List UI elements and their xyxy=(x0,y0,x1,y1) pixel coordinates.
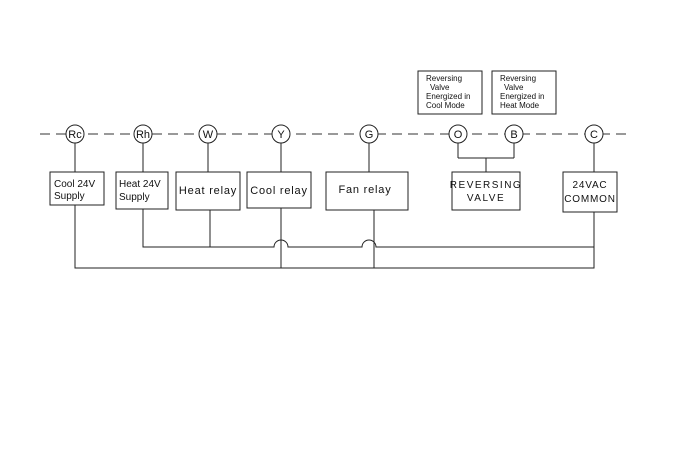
terminal-rh: Rh xyxy=(134,125,152,143)
cool-supply-label-2: Supply xyxy=(54,191,85,202)
cool-relay-label: Cool relay xyxy=(250,185,308,197)
heat-supply-box: Heat 24V Supply xyxy=(116,172,168,209)
heat-supply-return-wire xyxy=(143,208,594,247)
cool-supply-box: Cool 24V Supply xyxy=(50,172,104,205)
terminal-g: G xyxy=(360,125,378,143)
terminal-w: W xyxy=(199,125,217,143)
common-label-1: 24VAC xyxy=(573,180,608,191)
cool-supply-return-wire xyxy=(75,204,594,268)
terminal-o: O xyxy=(449,125,467,143)
note-heat-mode: Reversing Valve Energized in Heat Mode xyxy=(492,71,556,114)
fan-relay-label: Fan relay xyxy=(338,184,391,196)
terminal-b: B xyxy=(505,125,523,143)
note-heat-mode-line-2: Valve xyxy=(504,83,524,92)
note-cool-mode: Reversing Valve Energized in Cool Mode xyxy=(418,71,482,114)
cool-supply-label-1: Cool 24V xyxy=(54,179,95,190)
terminal-rh-label: Rh xyxy=(136,129,150,141)
note-heat-mode-line-4: Heat Mode xyxy=(500,101,540,110)
common-box: 24VAC COMMON xyxy=(563,172,617,212)
terminal-g-label: G xyxy=(365,129,374,141)
terminal-b-label: B xyxy=(510,129,517,141)
note-cool-mode-line-3: Energized in xyxy=(426,92,470,101)
reversing-valve-box: REVERSING VALVE xyxy=(450,172,522,210)
terminal-o-label: O xyxy=(454,129,463,141)
heat-relay-box: Heat relay xyxy=(176,172,240,210)
terminal-c-label: C xyxy=(590,129,598,141)
heat-relay-label: Heat relay xyxy=(179,185,237,197)
heat-supply-label-1: Heat 24V xyxy=(119,179,161,190)
note-cool-mode-line-4: Cool Mode xyxy=(426,101,465,110)
note-cool-mode-line-1: Reversing xyxy=(426,74,462,83)
terminal-y: Y xyxy=(272,125,290,143)
terminal-c: C xyxy=(585,125,603,143)
fan-relay-box: Fan relay xyxy=(326,172,408,210)
common-label-2: COMMON xyxy=(564,194,615,205)
heat-supply-label-2: Supply xyxy=(119,192,150,203)
terminal-rc: Rc xyxy=(66,125,84,143)
terminal-w-label: W xyxy=(203,129,214,141)
terminal-drops xyxy=(75,143,594,172)
reversing-valve-label-1: REVERSING xyxy=(450,180,522,191)
note-cool-mode-line-2: Valve xyxy=(430,83,450,92)
reversing-valve-label-2: VALVE xyxy=(467,193,505,204)
terminal-y-label: Y xyxy=(277,129,285,141)
note-heat-mode-line-3: Energized in xyxy=(500,92,544,101)
note-heat-mode-line-1: Reversing xyxy=(500,74,536,83)
terminal-rc-label: Rc xyxy=(68,129,82,141)
cool-relay-box: Cool relay xyxy=(247,172,311,208)
